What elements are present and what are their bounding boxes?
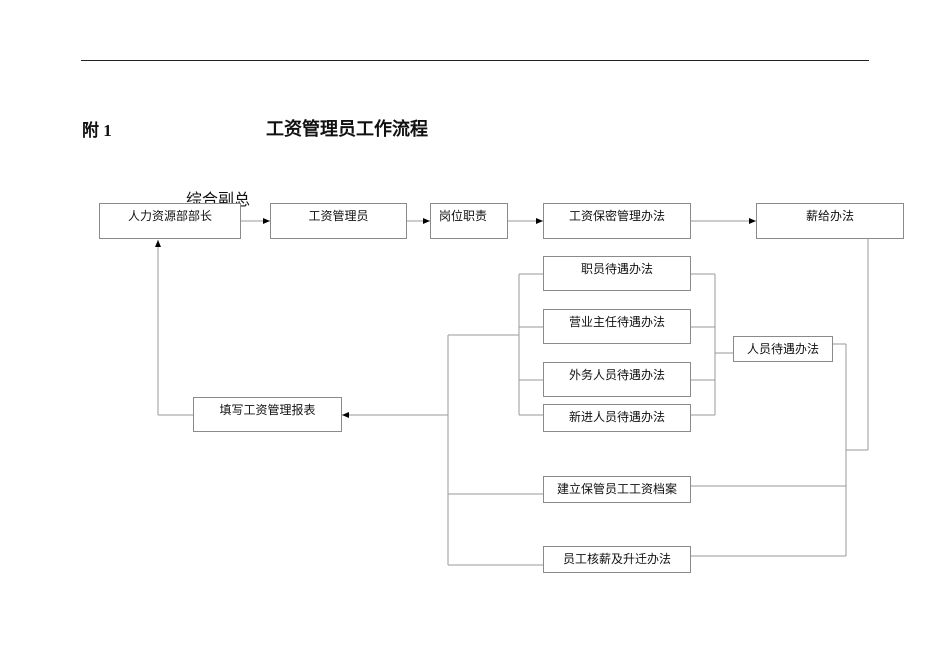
node-salary-archive: 建立保管员工工资档案 xyxy=(543,476,691,503)
node-payroll-admin: 工资管理员 xyxy=(270,203,407,239)
node-personnel-treatment: 人员待遇办法 xyxy=(733,336,833,362)
node-staff-treatment: 职员待遇办法 xyxy=(543,256,691,291)
node-fill-salary-report: 填写工资管理报表 xyxy=(193,397,342,432)
node-field-staff-treatment: 外务人员待遇办法 xyxy=(543,362,691,397)
node-business-director-treatment: 营业主任待遇办法 xyxy=(543,309,691,344)
appendix-label: 附 1 xyxy=(82,121,112,140)
node-new-staff-treatment: 新进人员待遇办法 xyxy=(543,404,691,432)
node-salary-confidentiality: 工资保密管理办法 xyxy=(543,203,691,239)
node-salary-method: 薪给办法 xyxy=(756,203,904,239)
page-title: 工资管理员工作流程 xyxy=(266,119,428,140)
node-salary-review: 员工核薪及升迁办法 xyxy=(543,546,691,573)
header-rule xyxy=(81,60,869,61)
node-hr-director: 人力资源部部长 xyxy=(99,203,241,239)
node-job-duties: 岗位职责 xyxy=(430,203,508,239)
